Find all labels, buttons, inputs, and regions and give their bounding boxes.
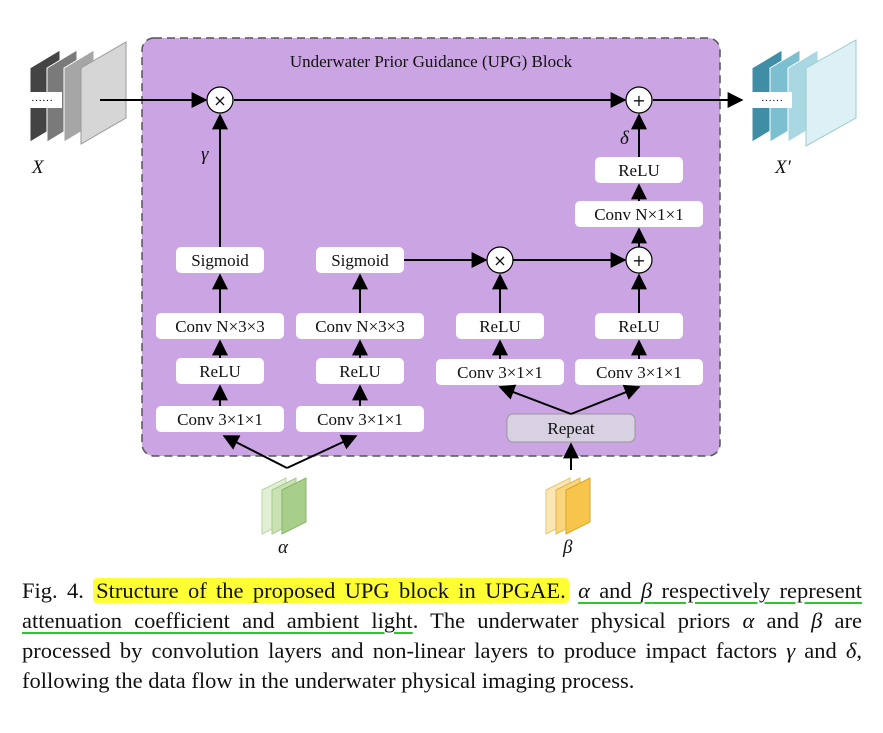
alpha-prior-stack bbox=[261, 477, 307, 535]
middle-conv-3x1x1: Conv 3×1×1 bbox=[317, 410, 403, 429]
right-a-relu: ReLU bbox=[479, 317, 521, 336]
middle-conv-nx3x3: Conv N×3×3 bbox=[315, 317, 405, 336]
multiply-node-top: × bbox=[206, 86, 234, 114]
caption-prefix: Fig. 4. bbox=[22, 578, 84, 603]
beta-label: β bbox=[562, 537, 573, 558]
left-conv-3x1x1: Conv 3×1×1 bbox=[177, 410, 263, 429]
output-dots: ······ bbox=[761, 95, 783, 107]
multiply-node-middle: × bbox=[486, 246, 514, 274]
beta-prior-stack bbox=[545, 477, 591, 535]
right-branch-b: Conv 3×1×1 ReLU Conv N×1×1 ReLU bbox=[575, 113, 703, 385]
svg-text:×: × bbox=[213, 91, 226, 110]
right-b-conv-nx1x1: Conv N×1×1 bbox=[594, 205, 684, 224]
svg-text:Repeat: Repeat bbox=[547, 419, 594, 438]
upg-block-container bbox=[141, 37, 721, 457]
output-feature-stack: ······ bbox=[751, 39, 857, 147]
add-node-middle: + bbox=[625, 246, 653, 274]
add-node-top: + bbox=[625, 86, 653, 114]
input-dots: ······ bbox=[31, 95, 53, 107]
input-label: X bbox=[31, 157, 45, 178]
block-title: Underwater Prior Guidance (UPG) Block bbox=[290, 52, 573, 71]
right-b-relu-top: ReLU bbox=[618, 161, 660, 180]
svg-text:+: + bbox=[632, 91, 645, 110]
right-b-relu: ReLU bbox=[618, 317, 660, 336]
repeat-box: Repeat bbox=[506, 413, 636, 443]
svg-text:+: + bbox=[632, 251, 645, 270]
svg-text:×: × bbox=[493, 251, 506, 270]
input-feature-stack: ······ bbox=[22, 41, 127, 145]
left-branch: Conv 3×1×1 ReLU Conv N×3×3 Sigmoid bbox=[156, 113, 284, 432]
left-sigmoid: Sigmoid bbox=[191, 251, 249, 270]
middle-sigmoid: Sigmoid bbox=[331, 251, 389, 270]
caption-highlight: Structure of the proposed UPG block in U… bbox=[93, 578, 569, 603]
alpha-label: α bbox=[278, 537, 289, 558]
right-a-conv-3x1x1: Conv 3×1×1 bbox=[457, 363, 543, 382]
right-b-conv-3x1x1: Conv 3×1×1 bbox=[596, 363, 682, 382]
upg-block-diagram: Underwater Prior Guidance (UPG) Block ··… bbox=[22, 37, 857, 558]
figure-caption: Fig. 4. Structure of the proposed UPG bl… bbox=[22, 578, 863, 693]
output-label: X′ bbox=[774, 157, 792, 178]
gamma-label: γ bbox=[201, 144, 209, 165]
delta-label: δ bbox=[620, 128, 630, 149]
middle-relu: ReLU bbox=[339, 362, 381, 381]
left-relu: ReLU bbox=[199, 362, 241, 381]
left-conv-nx3x3: Conv N×3×3 bbox=[175, 317, 265, 336]
middle-branch: Conv 3×1×1 ReLU Conv N×3×3 Sigmoid bbox=[296, 247, 488, 432]
right-branch-a: Conv 3×1×1 ReLU bbox=[436, 273, 564, 385]
caption-underlined: α and β respectively represent attenuati… bbox=[22, 578, 863, 633]
